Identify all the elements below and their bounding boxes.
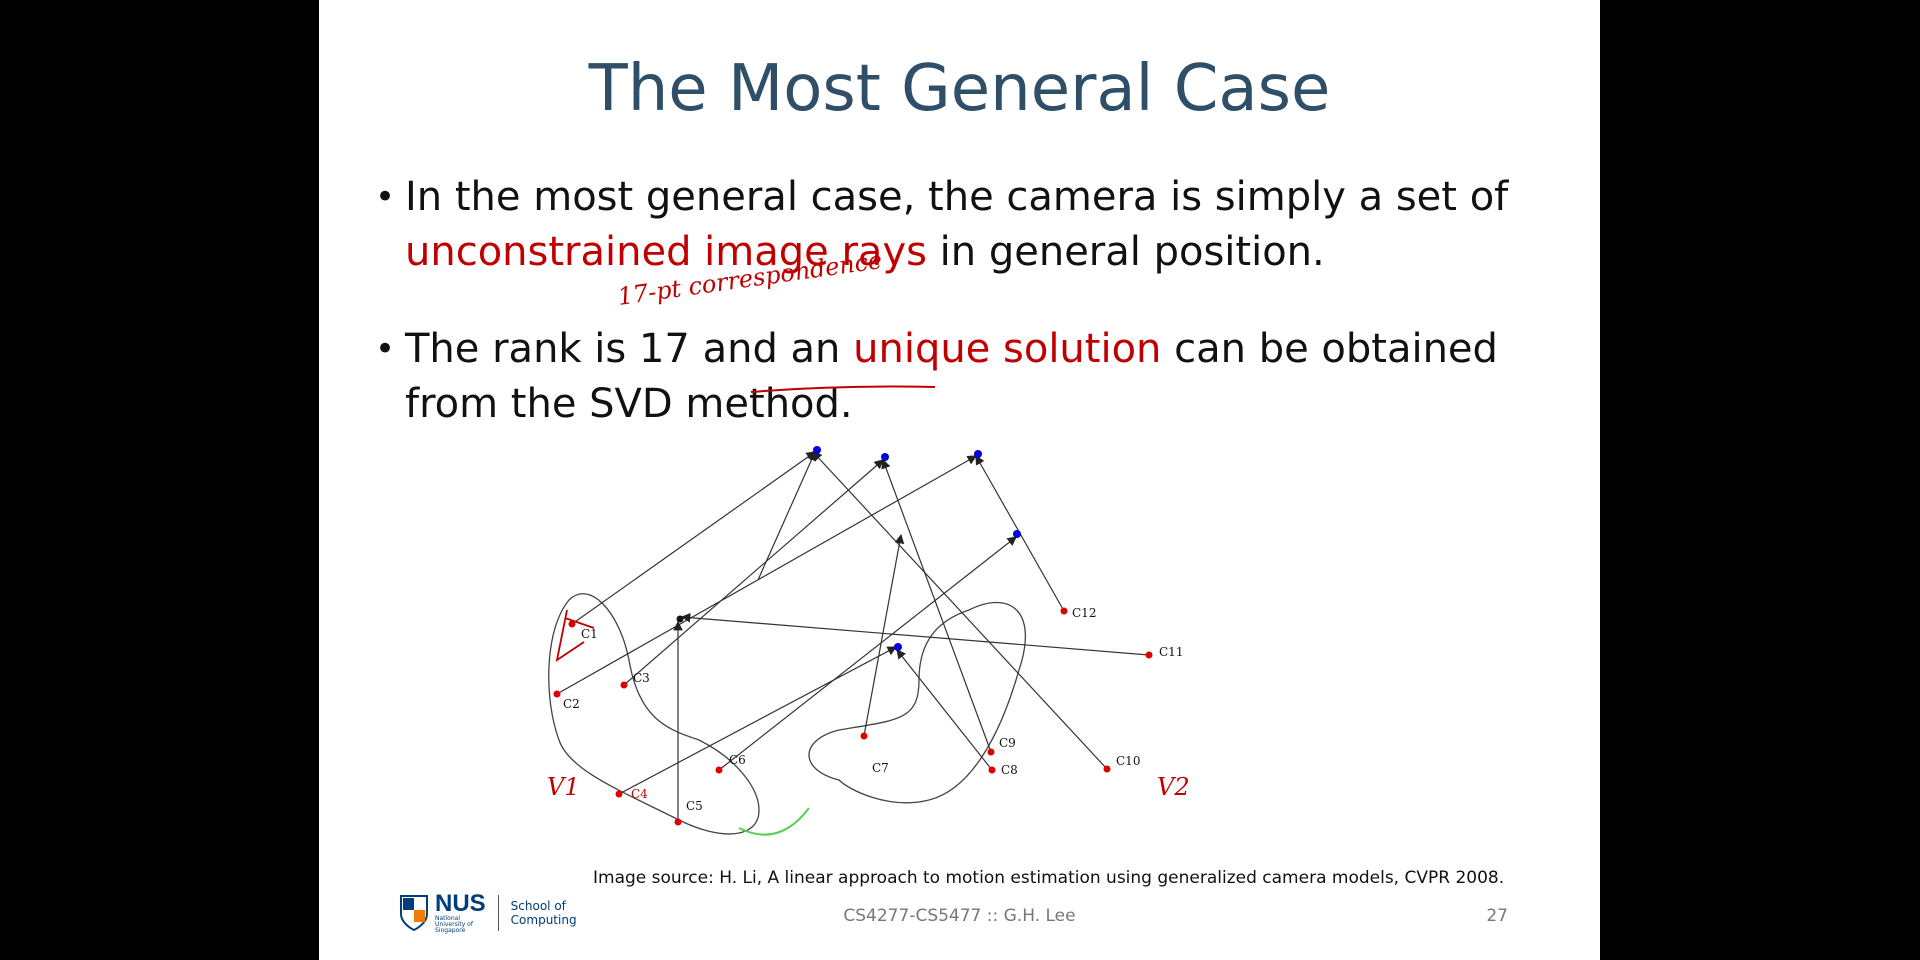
camera-label-c3: C3 xyxy=(633,671,650,685)
camera-point xyxy=(553,690,561,698)
region-label-v1: V1 xyxy=(547,773,580,801)
handwritten-annotation: 17-pt correspondence xyxy=(616,246,884,311)
camera-label-c10: C10 xyxy=(1116,754,1140,768)
handwritten-mark xyxy=(555,609,595,662)
region-label-v2: V2 xyxy=(1157,773,1190,801)
camera-point xyxy=(615,790,623,798)
camera-point xyxy=(620,681,628,689)
slide: The Most General Case • In the most gene… xyxy=(319,0,1600,960)
camera-ray-diagram: 17-pt correspondence xyxy=(547,246,1190,836)
ray-line xyxy=(623,459,884,686)
nus-name: NUS xyxy=(435,890,486,917)
camera-point xyxy=(987,748,995,756)
camera-label-c4: C4 xyxy=(631,787,648,801)
school-name: School of Computing xyxy=(510,899,577,927)
image-source-caption: Image source: H. Li, A linear approach t… xyxy=(593,868,1505,888)
bullet-dot: • xyxy=(375,329,396,369)
target-point xyxy=(676,615,684,623)
camera-label-c5: C5 xyxy=(686,799,703,813)
camera-label-c7: C7 xyxy=(872,761,889,775)
ray-line xyxy=(881,458,992,753)
target-point xyxy=(894,643,902,651)
ray-line xyxy=(863,533,905,737)
logo-divider xyxy=(497,895,499,931)
camera-point xyxy=(860,732,868,740)
ray-line xyxy=(618,646,898,795)
bullet-1-text-b: in general position. xyxy=(926,229,1325,275)
target-point xyxy=(813,446,821,454)
camera-label-c11: C11 xyxy=(1159,645,1183,659)
camera-label-c8: C8 xyxy=(1001,763,1018,777)
nus-subtitle: National University of Singapore xyxy=(435,915,473,934)
ray-line xyxy=(757,450,816,581)
target-points xyxy=(676,446,1021,651)
ray-line xyxy=(896,649,993,771)
handwritten-green-arrow xyxy=(738,807,810,836)
target-point xyxy=(1013,530,1021,538)
bullet-2: • The rank is 17 and an unique solution … xyxy=(375,322,1555,432)
ray-line xyxy=(812,451,1108,770)
nus-logo: NUS National University of Singapore Sch… xyxy=(399,892,581,934)
bullet-2-highlight: unique solution xyxy=(853,326,1162,372)
camera-label-c12: C12 xyxy=(1072,606,1096,620)
slide-title: The Most General Case xyxy=(588,52,1331,126)
ray-line xyxy=(571,451,816,625)
bullet-1-text-a: In the most general case, the camera is … xyxy=(405,174,1509,220)
camera-point xyxy=(715,766,723,774)
camera-point xyxy=(568,620,576,628)
target-point xyxy=(881,453,889,461)
region-v2-outline xyxy=(808,601,1026,804)
page-number: 27 xyxy=(1486,906,1508,926)
bullet-1: • In the most general case, the camera i… xyxy=(375,170,1555,280)
bullet-list: • In the most general case, the camera i… xyxy=(375,170,1555,432)
ray-group xyxy=(556,450,1150,822)
target-point xyxy=(974,450,982,458)
ray-line xyxy=(680,612,1150,656)
region-v1-outline xyxy=(548,593,760,835)
bullet-2-text-a: The rank is 17 and an xyxy=(405,326,854,372)
camera-point xyxy=(1145,651,1153,659)
footer-course: CS4277-CS5477 :: G.H. Lee xyxy=(843,906,1076,926)
nus-wordmark: NUS National University of Singapore xyxy=(435,892,486,934)
camera-point xyxy=(1060,607,1068,615)
camera-point xyxy=(988,766,996,774)
nus-shield-icon xyxy=(400,895,428,932)
ray-line xyxy=(556,455,978,695)
bullet-1-highlight: unconstrained image rays xyxy=(405,229,927,275)
camera-label-c2: C2 xyxy=(563,697,580,711)
bullet-dot: • xyxy=(375,177,396,217)
camera-label-c1: C1 xyxy=(581,627,598,641)
camera-label-c6: C6 xyxy=(729,753,746,767)
ray-line xyxy=(718,536,1017,771)
bullet-2-text-b: can be obtained from the SVD method. xyxy=(405,326,1498,427)
camera-centers xyxy=(553,607,1153,826)
camera-point xyxy=(674,818,682,826)
handwritten-underline xyxy=(750,385,936,393)
camera-point xyxy=(1103,765,1111,773)
camera-label-c9: C9 xyxy=(999,736,1016,750)
